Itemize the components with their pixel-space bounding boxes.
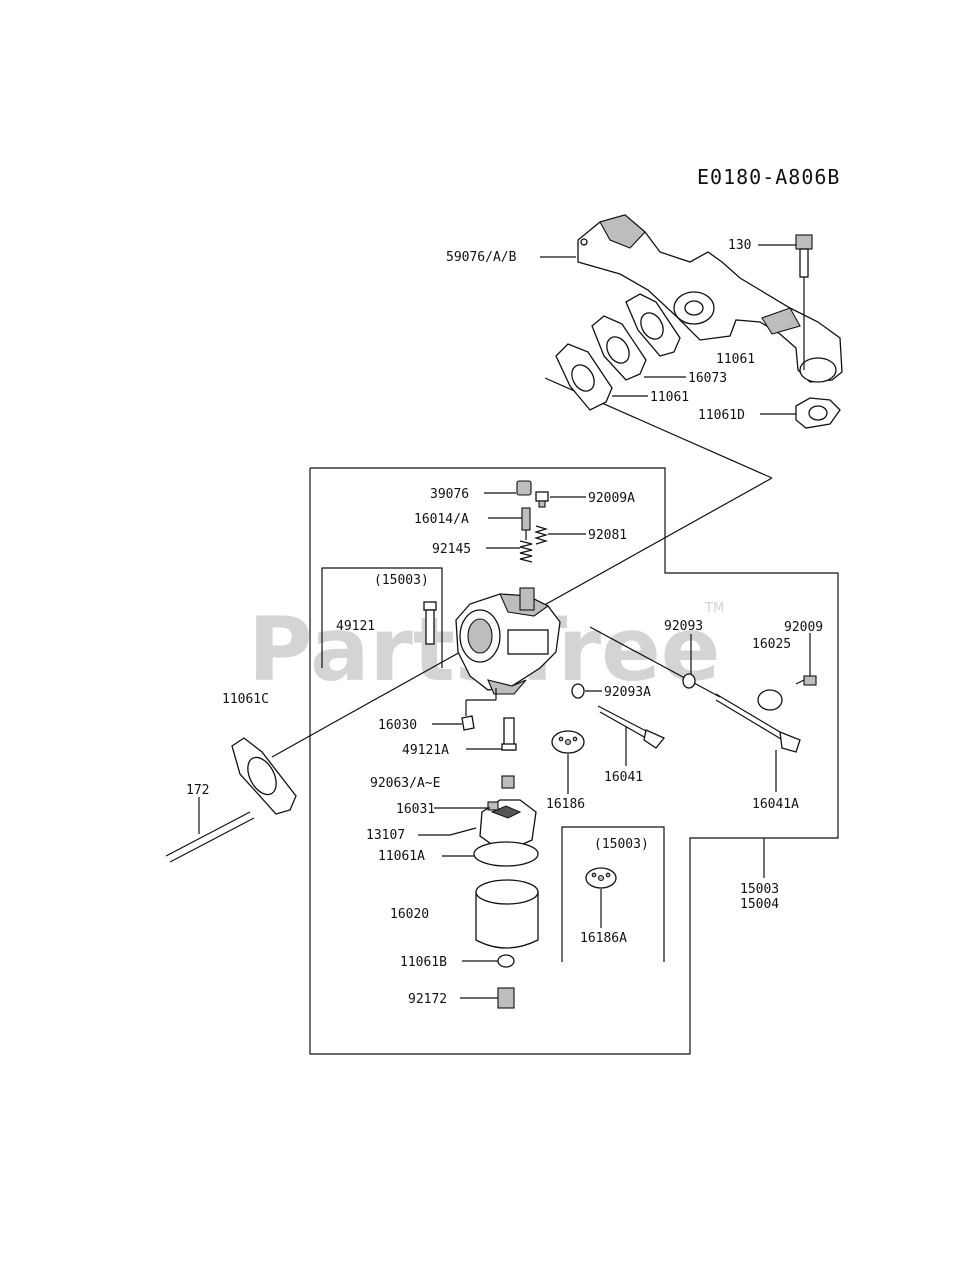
label-92093: 92093 — [664, 619, 703, 634]
carburetor-body — [455, 587, 561, 695]
label-130: 130 — [728, 238, 751, 253]
label-39076: 39076 — [430, 487, 469, 502]
label-16031: 16031 — [396, 802, 435, 817]
spring-92081 — [533, 525, 549, 545]
label-172: 172 — [186, 783, 209, 798]
label-92172: 92172 — [408, 992, 447, 1007]
ref-line-shaft — [589, 626, 721, 698]
gasket-11061a — [473, 841, 539, 867]
label-16186: 16186 — [546, 797, 585, 812]
plate-16186a — [585, 867, 617, 889]
label-92093a: 92093A — [604, 685, 651, 700]
label-59076: 59076/A/B — [446, 250, 517, 265]
label-15004: 15004 — [740, 897, 779, 912]
label-92081: 92081 — [588, 528, 627, 543]
pin-49121a — [501, 717, 517, 751]
label-11061b: 11061B — [400, 955, 447, 970]
leader-lines — [198, 244, 811, 999]
stud-172 — [165, 811, 255, 863]
gasket-11061c — [231, 737, 297, 815]
label-16041: 16041 — [604, 770, 643, 785]
label-kit-15003-b: (15003) — [594, 837, 649, 852]
label-49121a: 49121A — [402, 743, 449, 758]
needle-16014 — [521, 507, 531, 540]
gasket-11061 — [555, 343, 613, 411]
label-16014: 16014/A — [414, 512, 469, 527]
label-15003: 15003 — [740, 882, 779, 897]
washer-11061b — [497, 954, 515, 968]
label-11061a: 11061A — [378, 849, 425, 864]
label-11061c: 11061C — [222, 692, 269, 707]
plug-39076 — [516, 480, 532, 496]
washer-92093 — [682, 673, 696, 689]
float-16031 — [479, 799, 537, 849]
kit-frame-right — [561, 826, 665, 962]
label-13107: 13107 — [366, 828, 405, 843]
gasket-11061d — [795, 397, 841, 429]
label-16020: 16020 — [390, 907, 429, 922]
label-kit-15003-a: (15003) — [374, 573, 429, 588]
screw-92009 — [795, 675, 817, 686]
label-92009a: 92009A — [588, 491, 635, 506]
gasket-16073b — [625, 293, 681, 357]
bolt-130 — [795, 234, 813, 370]
intake-manifold — [577, 214, 843, 383]
carburetor-group-frame — [309, 467, 839, 1055]
pin-13107 — [449, 827, 477, 836]
label-49121: 49121 — [336, 619, 375, 634]
label-11061-manifold: 11061 — [716, 352, 755, 367]
shaft-16041a — [715, 689, 801, 753]
label-16186a: 16186A — [580, 931, 627, 946]
label-92009: 92009 — [784, 620, 823, 635]
label-11061d: 11061D — [698, 408, 745, 423]
watermark-trademark: TM — [704, 601, 724, 616]
diagram-code: E0180-A806B — [697, 165, 840, 189]
bolt-92172 — [497, 987, 515, 1009]
washer-92093a — [571, 683, 585, 699]
plate-16186 — [551, 730, 585, 754]
kit-frame-left — [321, 567, 443, 668]
pin-49121 — [423, 601, 437, 645]
label-16025: 16025 — [752, 637, 791, 652]
jet-92063 — [501, 775, 515, 789]
label-11061-gasket: 11061 — [650, 390, 689, 405]
screw-92009a — [535, 491, 549, 508]
spring-92145 — [519, 540, 533, 563]
clip-16030 — [461, 715, 475, 731]
shaft-16041 — [597, 705, 666, 749]
label-16030: 16030 — [378, 718, 417, 733]
gasket-16073 — [591, 315, 647, 381]
label-92145: 92145 — [432, 542, 471, 557]
bowl-16020 — [475, 879, 539, 949]
label-92063: 92063/A~E — [370, 776, 440, 791]
label-16041a: 16041A — [752, 797, 799, 812]
label-16073: 16073 — [688, 371, 727, 386]
